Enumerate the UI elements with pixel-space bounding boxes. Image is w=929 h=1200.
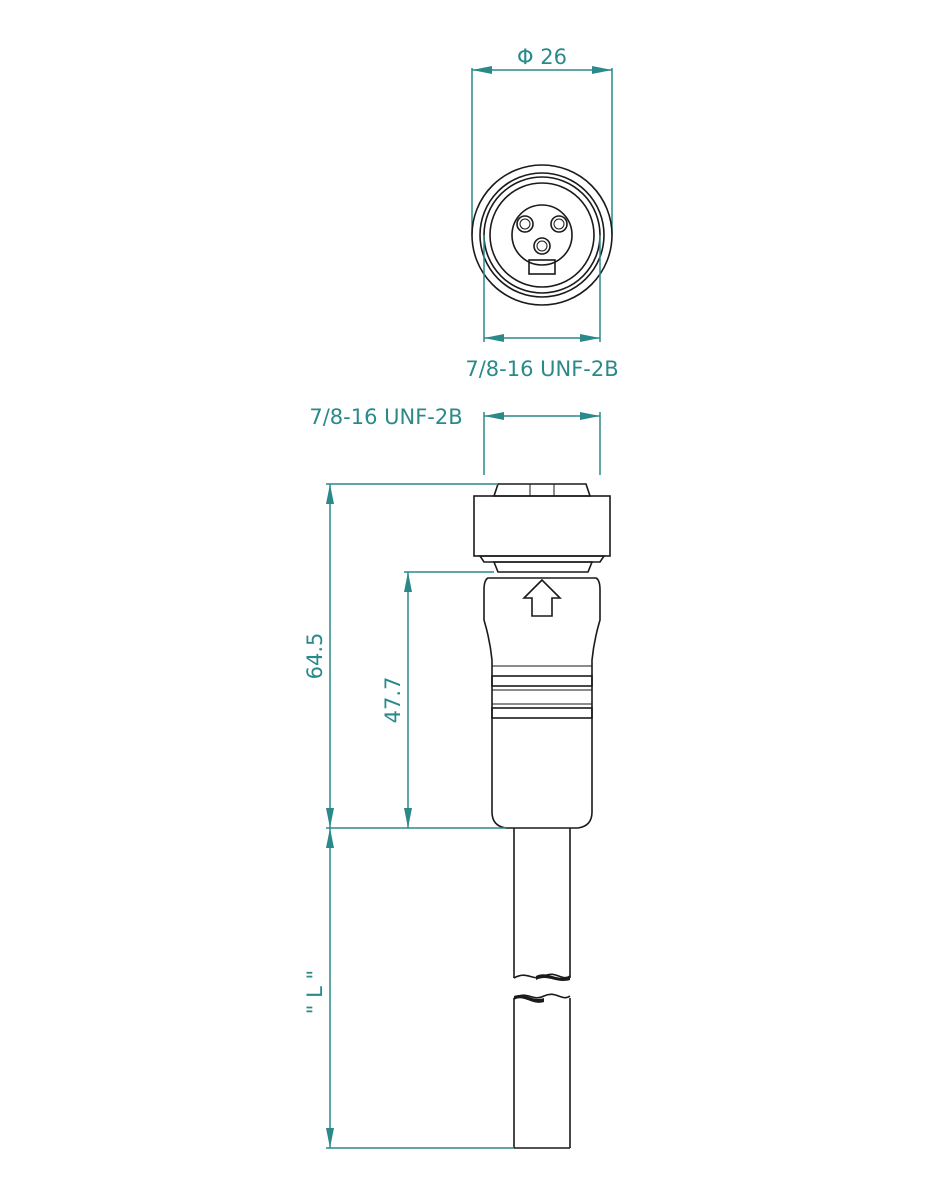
coupling-nut — [473, 483, 611, 573]
side-thread-label: 7/8-16 UNF-2B — [309, 405, 462, 429]
diameter-label: Φ 26 — [517, 45, 567, 69]
cable-length-label: " L " — [303, 970, 327, 1014]
pin-3 — [533, 237, 551, 255]
side-thread-dimension: 7/8-16 UNF-2B — [309, 405, 601, 475]
cable — [513, 828, 571, 1149]
cable-length-dimension: " L " — [303, 828, 514, 1149]
body-length-dimension: 47.7 — [381, 571, 494, 828]
front-view: Φ 26 7/8-16 UNF-2B — [465, 45, 618, 381]
overall-length-label: 64.5 — [303, 633, 327, 680]
front-thread-label: 7/8-16 UNF-2B — [465, 357, 618, 381]
pin-1 — [516, 215, 534, 233]
overall-length-dimension: 64.5 — [303, 483, 498, 828]
body-length-label: 47.7 — [381, 677, 405, 724]
diameter-dimension: Φ 26 — [471, 45, 613, 235]
insert-arrow-icon — [522, 578, 562, 617]
coding-key — [528, 259, 556, 275]
connector-face — [471, 164, 613, 306]
knurled-ring — [473, 495, 611, 557]
front-thread-dimension: 7/8-16 UNF-2B — [465, 235, 619, 381]
connector-body — [483, 577, 601, 829]
side-view: 7/8-16 UNF-2B — [303, 405, 611, 1149]
pin-2 — [550, 215, 568, 233]
